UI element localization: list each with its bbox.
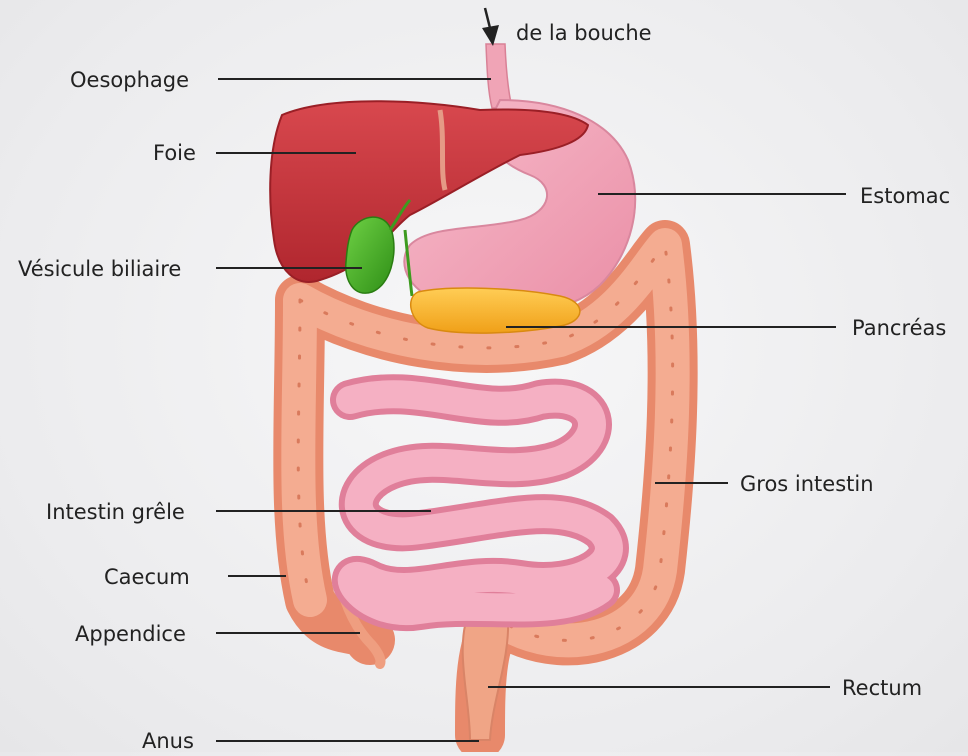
- arrow-down-icon: [482, 8, 499, 46]
- label-appendice: Appendice: [75, 622, 186, 646]
- gallbladder: [346, 217, 394, 293]
- oesophagus: [486, 44, 512, 108]
- label-intestin-grele: Intestin grêle: [46, 500, 185, 524]
- label-estomac: Estomac: [860, 184, 950, 208]
- label-pancreas: Pancréas: [852, 316, 946, 340]
- label-caecum: Caecum: [104, 565, 190, 589]
- label-foie: Foie: [153, 141, 196, 165]
- label-oesophage: Oesophage: [70, 68, 189, 92]
- label-anus: Anus: [142, 729, 194, 752]
- label-vesicule-biliaire: Vésicule biliaire: [18, 257, 181, 281]
- label-rectum: Rectum: [842, 676, 922, 700]
- label-gros-intestin: Gros intestin: [740, 472, 874, 496]
- top-note: de la bouche: [516, 21, 652, 45]
- small-intestine: [350, 394, 609, 611]
